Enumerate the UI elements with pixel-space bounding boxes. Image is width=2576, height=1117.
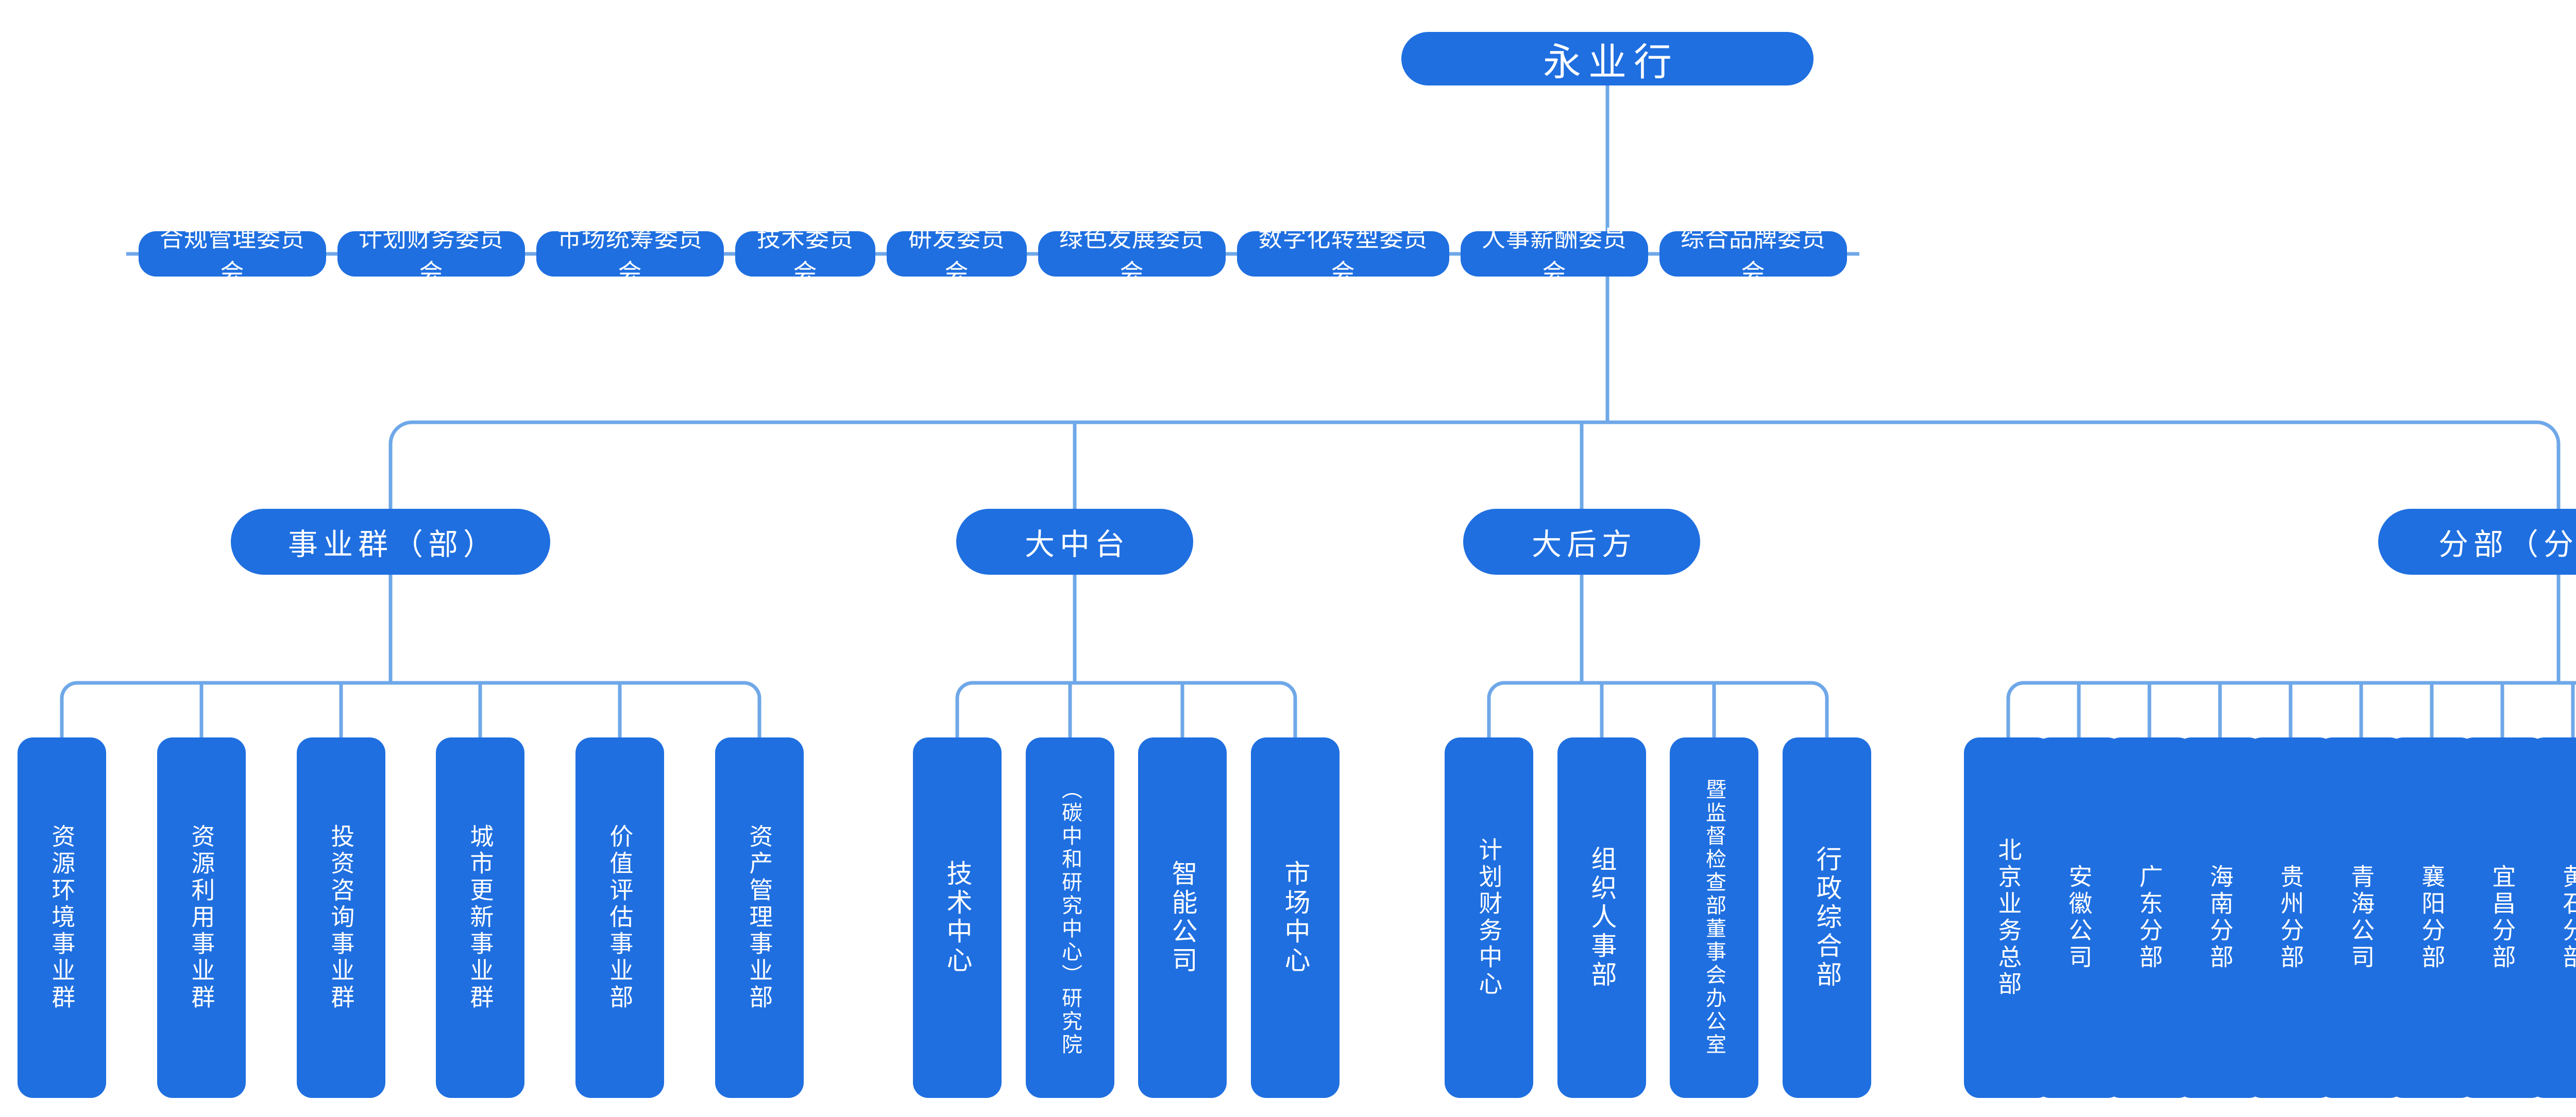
leaf-4-9[interactable]: 黄石分部 xyxy=(2529,737,2576,1098)
committee-6[interactable]: 绿色发展委员会 xyxy=(1038,225,1226,286)
leaf-1-6[interactable]: 资产管理事业部 xyxy=(715,737,804,1098)
group-3[interactable]: 大后方 xyxy=(1463,509,1700,575)
leaf-label-col-a: （碳中和研究中心） xyxy=(1059,779,1081,987)
leaf-2-2[interactable]: （碳中和研究中心）研究院 xyxy=(1026,737,1114,1098)
root-node[interactable]: 永业行 xyxy=(1401,32,1814,85)
group-4[interactable]: 分部（分公司） xyxy=(2378,509,2576,575)
committee-7[interactable]: 数字化转型委员会 xyxy=(1237,225,1449,286)
leaf-1-4[interactable]: 城市更新事业群 xyxy=(436,737,524,1098)
committee-8[interactable]: 人事薪酬委员会 xyxy=(1461,225,1648,286)
leaf-label-col-a: 暨监督检查部 xyxy=(1703,779,1725,918)
committee-5[interactable]: 研发委员会 xyxy=(887,225,1027,286)
leaf-2-4[interactable]: 市场中心 xyxy=(1251,737,1340,1098)
leaf-1-2[interactable]: 资源利用事业群 xyxy=(157,737,246,1098)
leaf-1-1[interactable]: 资源环境事业群 xyxy=(18,737,106,1098)
leaf-1-3[interactable]: 投资咨询事业群 xyxy=(297,737,385,1098)
leaf-3-1[interactable]: 计划财务中心 xyxy=(1445,737,1533,1098)
group-1[interactable]: 事业群（部） xyxy=(231,509,550,575)
leaf-label-stack: （碳中和研究中心）研究院 xyxy=(1059,779,1081,1057)
leaf-3-2[interactable]: 组织人事部 xyxy=(1557,737,1646,1098)
leaf-1-5[interactable]: 价值评估事业部 xyxy=(575,737,664,1098)
leaf-label-col-b: 董事会办公室 xyxy=(1703,918,1725,1057)
committee-9[interactable]: 综合品牌委员会 xyxy=(1659,225,1847,286)
leaf-label-col-b: 研究院 xyxy=(1059,987,1081,1057)
leaf-3-3[interactable]: 暨监督检查部董事会办公室 xyxy=(1670,737,1758,1098)
committee-4[interactable]: 技术委员会 xyxy=(735,225,875,286)
leaf-label-stack: 暨监督检查部董事会办公室 xyxy=(1703,779,1725,1057)
committee-3[interactable]: 市场统筹委员会 xyxy=(536,225,724,286)
leaf-3-4[interactable]: 行政综合部 xyxy=(1783,737,1871,1098)
committee-2[interactable]: 计划财务委员会 xyxy=(337,225,525,286)
group-2[interactable]: 大中台 xyxy=(956,509,1193,575)
committee-1[interactable]: 合规管理委员会 xyxy=(139,225,326,286)
leaf-2-3[interactable]: 智能公司 xyxy=(1138,737,1227,1098)
leaf-2-1[interactable]: 技术中心 xyxy=(913,737,1002,1098)
